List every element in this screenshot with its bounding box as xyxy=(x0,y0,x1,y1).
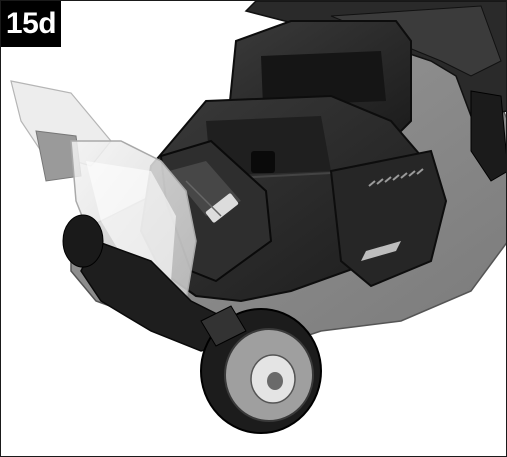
height-adjust-bracket xyxy=(200,305,247,347)
rear-right-wheel xyxy=(470,90,506,182)
motor-housing xyxy=(329,149,448,288)
step-badge: 15d xyxy=(1,1,61,47)
front-wheel xyxy=(200,308,322,434)
rear-wheel xyxy=(62,214,104,268)
vent-slots xyxy=(368,168,424,187)
